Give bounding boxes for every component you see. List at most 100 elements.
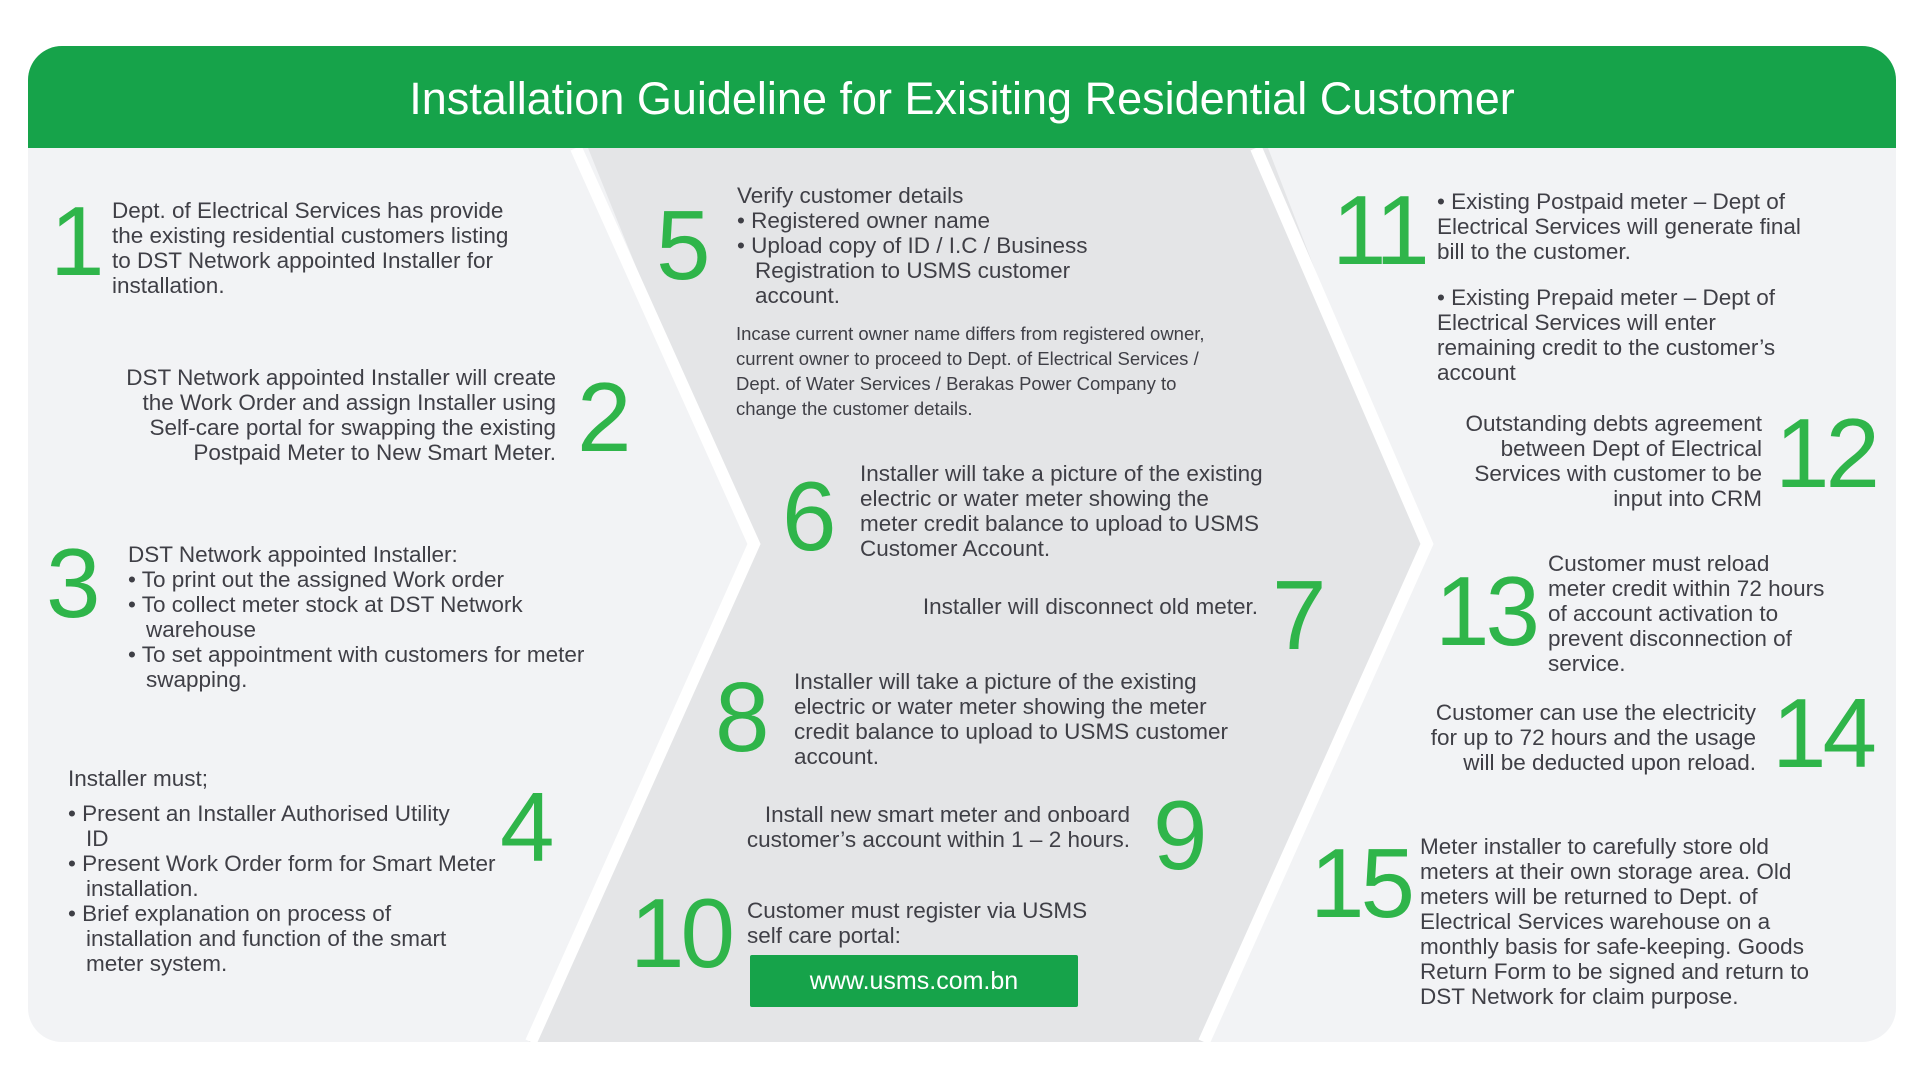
guideline-card: Installation Guideline for Exisiting Res…	[28, 46, 1896, 1042]
step-14-line: for up to 72 hours and the usage	[1430, 725, 1756, 750]
page-title: Installation Guideline for Exisiting Res…	[409, 73, 1515, 124]
step-11-line: account	[1437, 360, 1516, 385]
step-1-line: the existing residential customers listi…	[112, 223, 509, 248]
step-12-number: 12	[1775, 398, 1880, 508]
step-12-line: input into CRM	[1613, 486, 1762, 511]
step-12-text: Outstanding debts agreement between Dept…	[1380, 411, 1762, 511]
step-12-line: Services with customer to be	[1474, 461, 1762, 486]
step-13-line: meter credit within 72 hours	[1548, 576, 1825, 601]
step-13-line: of account activation to	[1548, 601, 1779, 626]
step-1-line: Dept. of Electrical Services has provide	[112, 198, 504, 223]
header-bar	[28, 46, 1896, 148]
step-2-line: DST Network appointed Installer will cre…	[126, 365, 556, 390]
step-3-bullet: • To print out the assigned Work order	[128, 567, 504, 592]
step-1-line: installation.	[112, 273, 225, 298]
step-5-number: 5	[656, 190, 710, 300]
step-14-line: Customer can use the electricity	[1435, 700, 1756, 725]
step-11-line: bill to the customer.	[1437, 239, 1631, 264]
step-6-text: Installer will take a picture of the exi…	[860, 461, 1330, 561]
step-3-bullet: • To collect meter stock at DST Network …	[128, 592, 523, 642]
step-6-number: 6	[782, 461, 836, 571]
step-5-note-line: Incase current owner name differs from r…	[736, 323, 1205, 344]
step-10-text: Customer must register via USMS self car…	[747, 898, 1167, 948]
step-1-text: Dept. of Electrical Services has provide…	[112, 198, 582, 298]
step-5-bullet: • Upload copy of ID / I.C / Business Reg…	[737, 233, 1088, 308]
step-11-line: Electrical Services will generate final	[1437, 214, 1801, 239]
step-9-number: 9	[1153, 780, 1207, 890]
step-15-line: DST Network for claim purpose.	[1420, 984, 1739, 1009]
step-13-line: Customer must reload	[1548, 551, 1770, 576]
step-15-line: meters at their own storage area. Old	[1420, 859, 1792, 884]
step-8-number: 8	[715, 662, 769, 772]
step-2-text: DST Network appointed Installer will cre…	[50, 365, 556, 465]
step-5-bullet: • Registered owner name	[737, 208, 991, 233]
step-5-note-line: Dept. of Water Services / Berakas Power …	[736, 373, 1177, 394]
step-10-number: 10	[630, 878, 735, 988]
step-6-line: Customer Account.	[860, 536, 1051, 561]
chevron-panels	[525, 145, 1434, 1042]
step-6-line: meter credit balance to upload to USMS	[860, 511, 1259, 536]
step-13-line: prevent disconnection of	[1548, 626, 1792, 651]
step-4-bullet: • Present Work Order form for Smart Mete…	[68, 851, 496, 901]
step-8-text: Installer will take a picture of the exi…	[794, 669, 1294, 769]
step-11-line: • Existing Prepaid meter – Dept of	[1437, 285, 1776, 310]
step-4-bullet: • Brief explanation on process of instal…	[68, 901, 447, 976]
step-1-number: 1	[50, 186, 104, 296]
chevron-divider-right	[1198, 145, 1434, 1042]
step-15-number: 15	[1310, 828, 1415, 938]
step-7-text: Installer will disconnect old meter.	[820, 594, 1258, 619]
step-2-number: 2	[577, 362, 631, 472]
step-9-text: Install new smart meter and onboard cust…	[680, 802, 1130, 852]
step-4-intro: Installer must;	[68, 766, 209, 791]
usms-portal-link[interactable]: www.usms.com.bn	[750, 955, 1078, 1007]
step-13-text: Customer must reload meter credit within…	[1548, 551, 1878, 676]
step-5-note-line: current owner to proceed to Dept. of Ele…	[736, 348, 1199, 369]
step-11-number: 11	[1332, 175, 1430, 285]
step-3-intro: DST Network appointed Installer:	[128, 542, 458, 567]
step-3-bullet: • To set appointment with customers for …	[128, 642, 585, 692]
step-5-note: Incase current owner name differs from r…	[736, 321, 1316, 421]
step-1-line: to DST Network appointed Installer for	[112, 248, 494, 273]
step-2-line: the Work Order and assign Installer usin…	[142, 390, 556, 415]
step-6-line: electric or water meter showing the	[860, 486, 1209, 511]
step-8-line: electric or water meter showing the mete…	[794, 694, 1207, 719]
step-9-line: customer’s account within 1 – 2 hours.	[746, 827, 1130, 852]
step-6-line: Installer will take a picture of the exi…	[860, 461, 1263, 486]
step-15-text: Meter installer to carefully store old m…	[1420, 834, 1890, 1009]
step-15-line: meters will be returned to Dept. of	[1420, 884, 1758, 909]
middle-chevron-panel	[529, 148, 1421, 1042]
step-2-line: Postpaid Meter to New Smart Meter.	[193, 440, 556, 465]
step-4-bullet: • Present an Installer Authorised Utilit…	[68, 801, 450, 851]
step-7-line: Installer will disconnect old meter.	[922, 594, 1258, 619]
step-14-line: will be deducted upon reload.	[1463, 750, 1756, 775]
step-10-line: Customer must register via USMS	[747, 898, 1088, 923]
step-15-line: Meter installer to carefully store old	[1420, 834, 1769, 859]
step-7-number: 7	[1272, 560, 1326, 670]
step-10-line: self care portal:	[747, 923, 901, 948]
step-4-number: 4	[500, 772, 554, 882]
step-9-line: Install new smart meter and onboard	[764, 802, 1130, 827]
step-11-line: • Existing Postpaid meter – Dept of	[1437, 189, 1786, 214]
step-3-text: DST Network appointed Installer: • To pr…	[128, 542, 598, 692]
step-13-line: service.	[1548, 651, 1626, 676]
step-2-line: Self-care portal for swapping the existi…	[149, 415, 556, 440]
step-14-number: 14	[1772, 678, 1877, 788]
chevron-divider-left	[525, 145, 761, 1042]
step-15-line: monthly basis for safe-keeping. Goods	[1420, 934, 1804, 959]
step-8-line: credit balance to upload to USMS custome…	[794, 719, 1228, 744]
step-8-line: account.	[794, 744, 880, 769]
step-11-line: Electrical Services will enter	[1437, 310, 1716, 335]
step-13-number: 13	[1435, 556, 1540, 666]
step-11-text: • Existing Postpaid meter – Dept of Elec…	[1437, 189, 1877, 385]
step-12-line: Outstanding debts agreement	[1465, 411, 1762, 436]
step-5-note-line: change the customer details.	[736, 398, 973, 419]
step-3-number: 3	[46, 528, 100, 638]
step-15-line: Return Form to be signed and return to	[1420, 959, 1809, 984]
step-4-text: Installer must; • Present an Installer A…	[68, 766, 496, 976]
step-14-text: Customer can use the electricity for up …	[1360, 700, 1756, 775]
step-8-line: Installer will take a picture of the exi…	[794, 669, 1197, 694]
step-15-line: Electrical Services warehouse on a	[1420, 909, 1771, 934]
step-5-intro: Verify customer details	[737, 183, 964, 208]
step-12-line: between Dept of Electrical	[1500, 436, 1762, 461]
step-5-text: Verify customer details • Registered own…	[737, 183, 1167, 308]
